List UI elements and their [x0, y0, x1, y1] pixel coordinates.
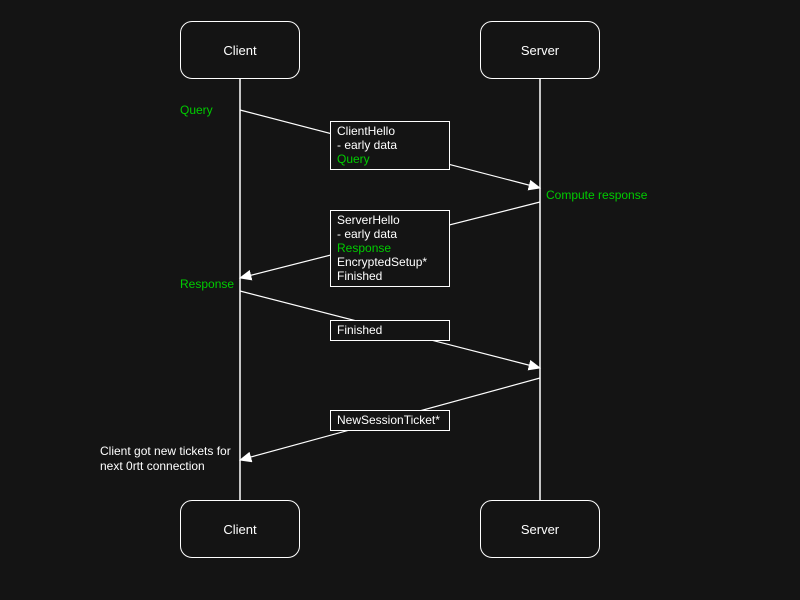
- label-compute-response: Compute response: [546, 188, 648, 202]
- actor-client-top: Client: [180, 21, 300, 79]
- message-line: Response: [337, 241, 392, 255]
- message-box-finished: Finished: [330, 320, 450, 341]
- message-line: Query: [337, 152, 370, 166]
- actor-client-bottom-label: Client: [223, 521, 257, 537]
- message-line: - early data: [337, 138, 398, 152]
- message-line: ClientHello: [337, 124, 396, 138]
- message-line: ServerHello: [337, 213, 400, 227]
- note-new-tickets: Client got new tickets for next 0rtt con…: [100, 444, 231, 473]
- message-box-new-session-ticket: NewSessionTicket*: [330, 410, 450, 431]
- message-line: Finished: [337, 269, 383, 283]
- actor-server-top: Server: [480, 21, 600, 79]
- actor-server-bottom-label: Server: [520, 521, 560, 537]
- label-response: Response: [180, 277, 235, 291]
- actor-server-top-label: Server: [520, 42, 560, 58]
- message-line: EncryptedSetup*: [337, 255, 428, 269]
- message-box-client-hello: ClientHello - early data Query: [330, 121, 450, 170]
- actor-server-bottom: Server: [480, 500, 600, 558]
- actor-client-bottom: Client: [180, 500, 300, 558]
- actor-client-top-label: Client: [223, 42, 257, 58]
- message-line: Finished: [337, 323, 383, 337]
- message-line: NewSessionTicket*: [337, 413, 440, 427]
- message-box-server-hello: ServerHello - early data Response Encryp…: [330, 210, 450, 287]
- label-query: Query: [180, 103, 213, 117]
- message-line: - early data: [337, 227, 398, 241]
